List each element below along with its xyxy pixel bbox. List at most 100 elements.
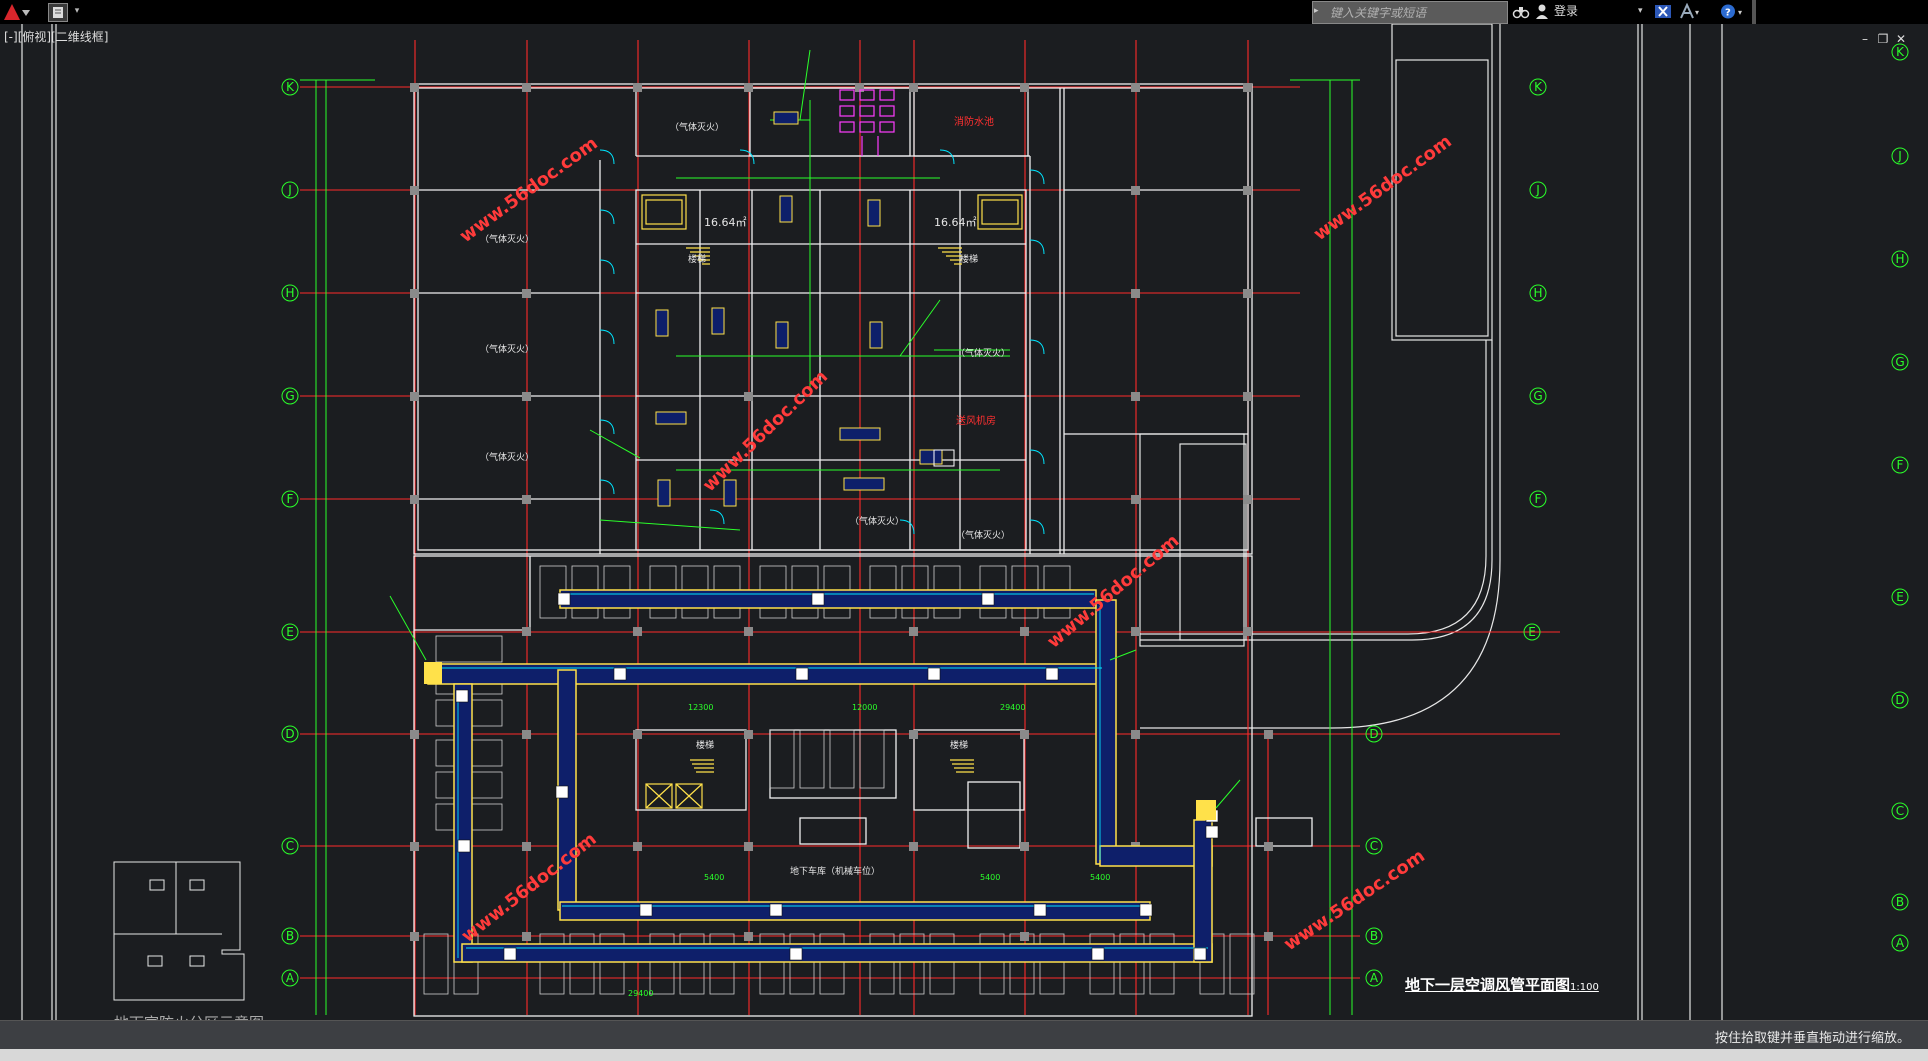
axis-bubble-E-right: E: [1523, 623, 1541, 641]
document-icon: [53, 7, 63, 18]
dim-label-4: 5400: [704, 873, 724, 882]
dim-label-6: 5400: [1090, 873, 1110, 882]
login-dropdown[interactable]: ▾: [1638, 6, 1643, 16]
axis-label: A: [1896, 936, 1905, 950]
titlebar-separator: [1752, 0, 1756, 24]
svg-text:▾: ▾: [1695, 8, 1699, 17]
axis-bubble-K: K: [281, 78, 299, 96]
axis-bubble-J-right: J: [1529, 181, 1547, 199]
help-icon[interactable]: ?▾: [1720, 3, 1746, 20]
status-bar: 按住拾取键并垂直拖动进行缩放。: [0, 1020, 1928, 1061]
axis-bubble-J-far: J: [1891, 147, 1909, 165]
axis-label: B: [286, 929, 294, 943]
minimize-icon[interactable]: –: [1862, 32, 1868, 46]
area-label-left: 16.64㎡: [704, 216, 747, 229]
room-label-gas-6: （气体灭火）: [850, 515, 904, 527]
axis-label: B: [1896, 895, 1904, 909]
axis-label: E: [1528, 625, 1536, 639]
axis-label: D: [1895, 693, 1904, 707]
stairs-and-tanks: [641, 194, 1023, 809]
red-room-label-1: 消防水池: [954, 115, 994, 128]
ramp-outline: [1139, 24, 1501, 729]
room-label-gas-2: （气体灭火）: [480, 343, 534, 355]
room-label-gas-1: （气体灭火）: [480, 233, 534, 245]
air-duct-system: [424, 589, 1219, 963]
user-icon[interactable]: [1534, 3, 1550, 20]
a360-icon[interactable]: ▾: [1678, 3, 1702, 20]
axis-label: D: [285, 727, 294, 741]
axis-bubble-G: G: [281, 387, 299, 405]
room-label-stair-3: 楼梯: [696, 739, 714, 751]
axis-bubble-F: F: [281, 490, 299, 508]
binoculars-icon[interactable]: [1512, 3, 1530, 20]
axis-label: K: [286, 80, 295, 94]
search-expand-arrow[interactable]: ▸: [1314, 6, 1319, 16]
axis-bubble-D: D: [281, 725, 299, 743]
axis-bubble-G-far: G: [1891, 353, 1909, 371]
axis-label: E: [286, 625, 294, 639]
area-label-right: 16.64㎡: [934, 216, 977, 229]
axis-bubble-F-right: F: [1529, 490, 1547, 508]
viewport-controls-label[interactable]: [-][俯视][二维线框]: [4, 30, 109, 44]
room-label-stair-2: 楼梯: [960, 253, 978, 265]
axis-label: H: [285, 286, 294, 300]
dim-label-2: 12000: [852, 703, 877, 712]
quick-access-dropdown[interactable]: ▾: [74, 6, 80, 16]
axis-label: H: [1533, 286, 1542, 300]
axis-bubble-K-far: K: [1891, 43, 1909, 61]
axis-bubble-A-far: A: [1891, 934, 1909, 952]
room-label-gas-7: （气体灭火）: [956, 529, 1010, 541]
axis-bubble-H-far: H: [1891, 250, 1909, 268]
restore-icon[interactable]: ❐: [1877, 32, 1889, 46]
axis-label: F: [287, 492, 294, 506]
room-label-stair-1: 楼梯: [688, 253, 706, 265]
axis-label: A: [286, 971, 295, 985]
quick-access-button[interactable]: [48, 3, 68, 22]
svg-text:▾: ▾: [1738, 8, 1742, 17]
axis-label: J: [287, 183, 292, 197]
axis-label: E: [1896, 590, 1904, 604]
status-strip: [0, 1049, 1928, 1061]
svg-text:?: ?: [1725, 8, 1731, 19]
drawing-title-text: 地下一层空调风管平面图: [1405, 976, 1571, 994]
drawing-canvas[interactable]: K J H G F E D C B A K J H G F E D C B A …: [0, 24, 1928, 1020]
close-icon[interactable]: ✕: [1895, 32, 1907, 46]
axis-label: F: [1535, 492, 1542, 506]
axis-label: C: [1896, 804, 1904, 818]
axis-label: C: [286, 839, 294, 853]
axis-label: C: [1370, 839, 1378, 853]
axis-bubble-G-right: G: [1529, 387, 1547, 405]
axis-bubble-J: J: [281, 181, 299, 199]
axis-label: A: [1370, 971, 1379, 985]
dim-label-7: 29400: [628, 989, 653, 998]
room-label-gas-5: （气体灭火）: [956, 347, 1010, 359]
dimension-lines: [300, 79, 1360, 1015]
axis-label: J: [1897, 149, 1902, 163]
axis-bubble-D-far: D: [1891, 691, 1909, 709]
axis-bubble-C-right: C: [1365, 837, 1383, 855]
axis-bubble-A-right: A: [1365, 969, 1383, 987]
drawing-title: 地下一层空调风管平面图1:100: [1405, 974, 1599, 995]
axis-bubble-C-far: C: [1891, 802, 1909, 820]
search-input[interactable]: [1328, 2, 1506, 23]
dim-label-3: 29400: [1000, 703, 1025, 712]
fire-zone-legend: [113, 861, 245, 1001]
axis-label: F: [1897, 458, 1904, 472]
axis-label: D: [1369, 727, 1378, 741]
login-label[interactable]: 登录: [1554, 4, 1579, 18]
exchange-apps-icon[interactable]: [1654, 3, 1672, 20]
axis-bubble-B: B: [281, 927, 299, 945]
axis-bubble-C: C: [281, 837, 299, 855]
dim-label-1: 12300: [688, 703, 713, 712]
axis-label: G: [1533, 389, 1542, 403]
axis-label: K: [1534, 80, 1543, 94]
dim-label-5: 5400: [980, 873, 1000, 882]
door-swings: [599, 149, 1045, 535]
axis-label: G: [1895, 355, 1904, 369]
axis-bubble-K-right: K: [1529, 78, 1547, 96]
parking-label: 地下车库（机械车位）: [790, 865, 880, 877]
app-logo-icon[interactable]: [2, 2, 36, 22]
axis-bubble-E-far: E: [1891, 588, 1909, 606]
upper-duct-runs: [599, 100, 1010, 531]
annotation-leaders: [389, 49, 1241, 809]
